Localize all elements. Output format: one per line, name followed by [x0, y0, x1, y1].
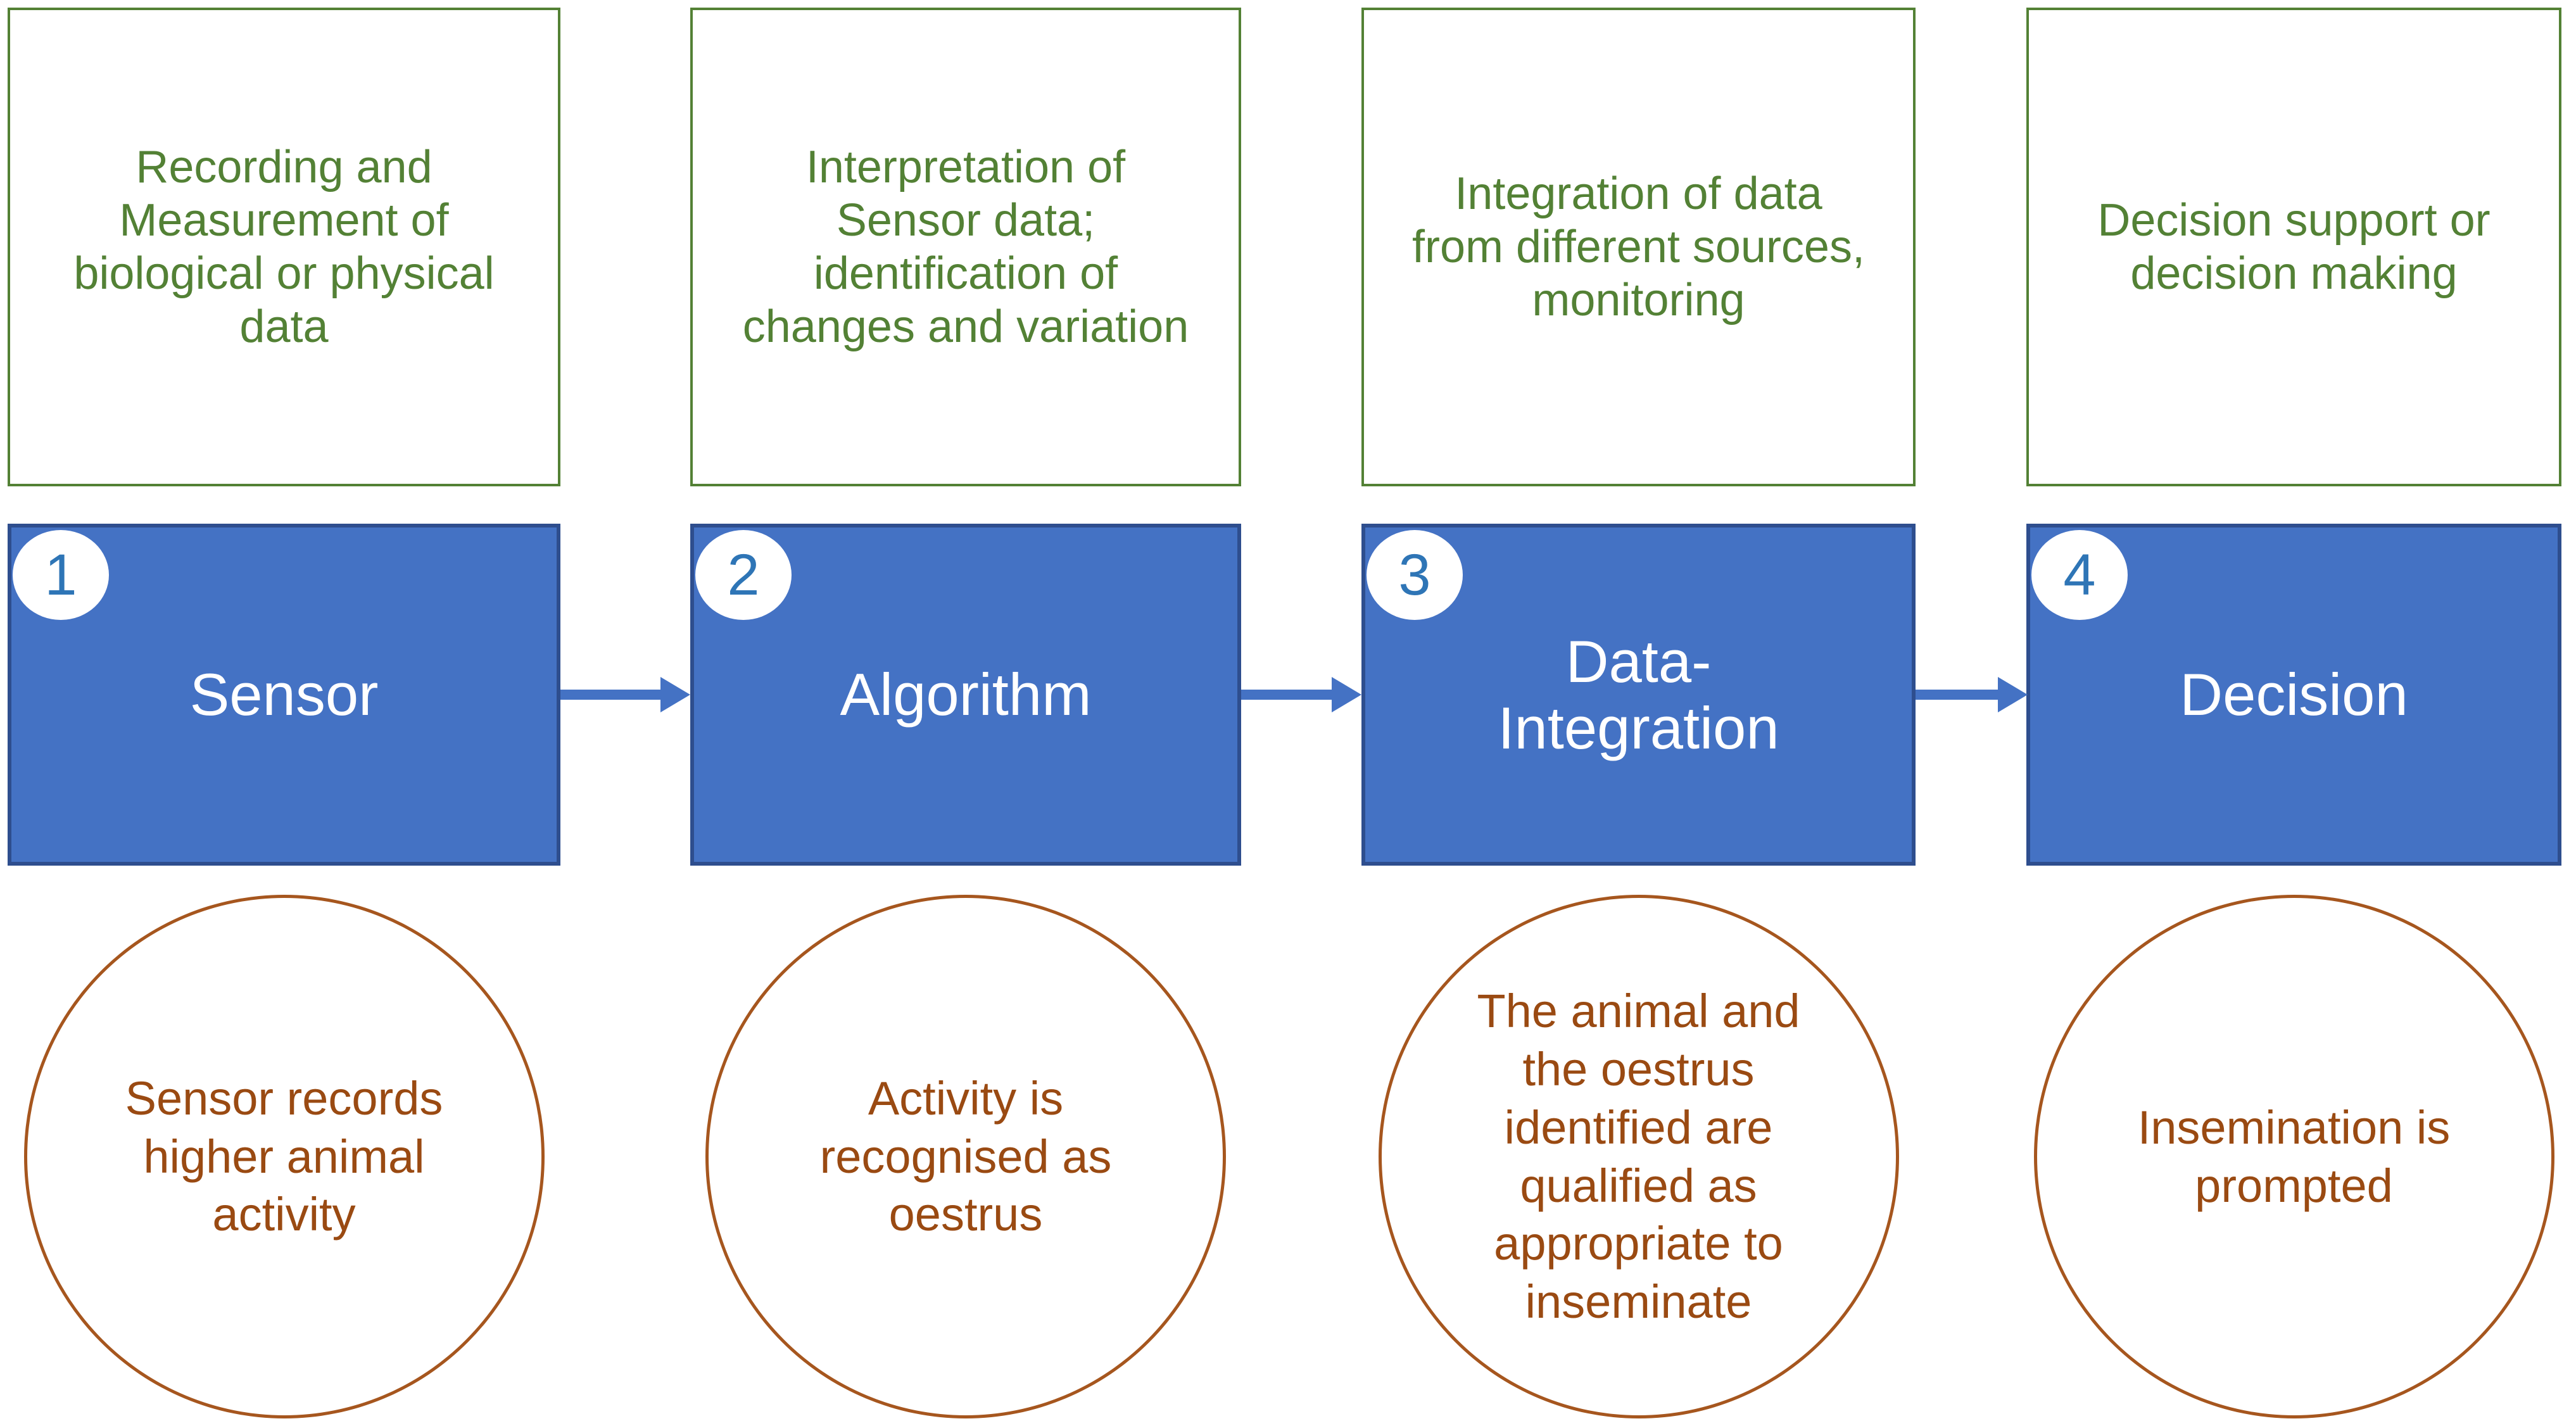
outcome-text-1: Sensor records higher animal activity [125, 1071, 443, 1241]
description-text-4: Decision support or decision making [2097, 194, 2491, 299]
stage-box-algorithm: 2 Algorithm [690, 524, 1241, 866]
step-number-4: 4 [2063, 543, 2096, 607]
flow-arrow-1 [560, 677, 690, 712]
outcome-text-2: Activity is recognised as oestrus [819, 1071, 1112, 1241]
flow-arrow-3 [1916, 677, 2028, 712]
pipeline-column-1: Recording and Measurement of biological … [8, 0, 560, 1421]
step-number-badge-2: 2 [695, 530, 792, 620]
description-box-1: Recording and Measurement of biological … [8, 8, 560, 486]
stage-box-sensor: 1 Sensor [8, 524, 560, 866]
outcome-text-3: The animal and the oestrus identified ar… [1477, 985, 1800, 1328]
stage-label-sensor: Sensor [189, 661, 379, 728]
step-number-badge-4: 4 [2031, 530, 2128, 620]
flow-arrow-2 [1241, 677, 1361, 712]
outcome-text-4: Insemination is prompted [2137, 1101, 2451, 1212]
outcome-circle-2: Activity is recognised as oestrus [705, 895, 1226, 1418]
description-text-3: Integration of data from different sourc… [1412, 168, 1865, 326]
outcome-circle-4: Insemination is prompted [2033, 895, 2554, 1418]
step-number-3: 3 [1398, 543, 1431, 607]
outcome-circle-1: Sensor records higher animal activity [23, 895, 545, 1418]
description-box-4: Decision support or decision making [2026, 8, 2561, 486]
description-box-3: Integration of data from different sourc… [1361, 8, 1916, 486]
outcome-circle-3: The animal and the oestrus identified ar… [1378, 895, 1899, 1418]
pipeline-column-2: Interpretation of Sensor data; identific… [690, 0, 1241, 1421]
stage-label-data-integration: Data- Integration [1498, 628, 1779, 761]
description-text-2: Interpretation of Sensor data; identific… [742, 141, 1189, 353]
pipeline-column-3: Integration of data from different sourc… [1361, 0, 1916, 1421]
stage-box-decision: 4 Decision [2026, 524, 2561, 866]
step-number-badge-3: 3 [1367, 530, 1463, 620]
stage-box-data-integration: 3 Data- Integration [1361, 524, 1916, 866]
step-number-badge-1: 1 [13, 530, 109, 620]
pipeline-column-4: Decision support or decision making 4 De… [2026, 0, 2561, 1421]
stage-label-decision: Decision [2180, 661, 2408, 728]
step-number-1: 1 [44, 543, 77, 607]
step-number-2: 2 [727, 543, 760, 607]
stage-label-algorithm: Algorithm [840, 661, 1092, 728]
description-text-1: Recording and Measurement of biological … [73, 141, 495, 353]
description-box-2: Interpretation of Sensor data; identific… [690, 8, 1241, 486]
